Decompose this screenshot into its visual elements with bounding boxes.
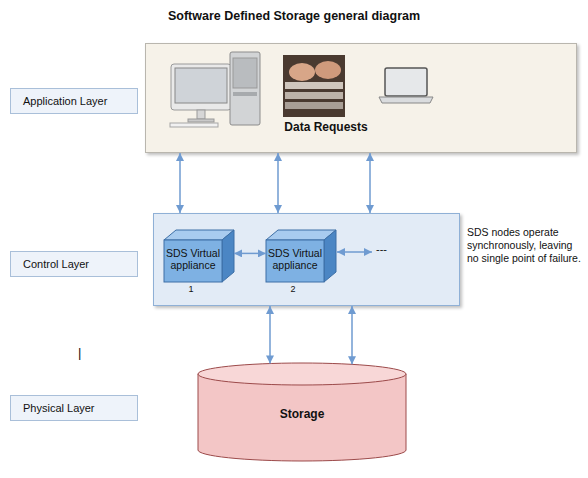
- connector-arrow: [351, 306, 353, 364]
- node-number: 1: [184, 284, 198, 294]
- node-text: SDS Virtual appliance: [164, 247, 222, 271]
- note-text: SDS nodes operate synchronously, leaving…: [467, 226, 587, 265]
- layer-label: Application Layer: [10, 88, 138, 114]
- cylinder-body: [198, 374, 406, 461]
- node-text: Physical Layer: [23, 402, 137, 415]
- layer-label: Control Layer: [10, 251, 138, 277]
- continuation-dots: ---: [376, 243, 406, 257]
- cube-front: [266, 240, 324, 282]
- cylinder-top: [198, 363, 406, 385]
- node-text: Application Layer: [23, 95, 137, 108]
- connector-arrow: [369, 153, 371, 213]
- control-area: SDS Virtual appliance1SDS Virtual applia…: [153, 213, 460, 306]
- storage-cylinder: Storage: [197, 362, 407, 462]
- connector-arrow: [269, 306, 271, 364]
- cursor-mark: |: [78, 345, 88, 361]
- connector-arrow: [277, 153, 279, 213]
- connector-arrow: [179, 153, 181, 213]
- cube-front: [164, 240, 222, 282]
- node-text: Data Requests: [246, 121, 406, 135]
- cube-side: [324, 230, 336, 282]
- node-text: Control Layer: [23, 258, 137, 271]
- appliance-cube: SDS Virtual appliance2: [266, 230, 336, 282]
- node-text: Storage: [197, 408, 407, 422]
- layer-label: Physical Layer: [10, 395, 138, 421]
- node-text: SDS Virtual appliance: [266, 247, 324, 271]
- cube-side: [222, 230, 234, 282]
- diagram-title: Software Defined Storage general diagram: [0, 9, 588, 23]
- application-area: Data Requests: [145, 43, 577, 153]
- node-number: 2: [286, 284, 300, 294]
- appliance-cube: SDS Virtual appliance1: [164, 230, 234, 282]
